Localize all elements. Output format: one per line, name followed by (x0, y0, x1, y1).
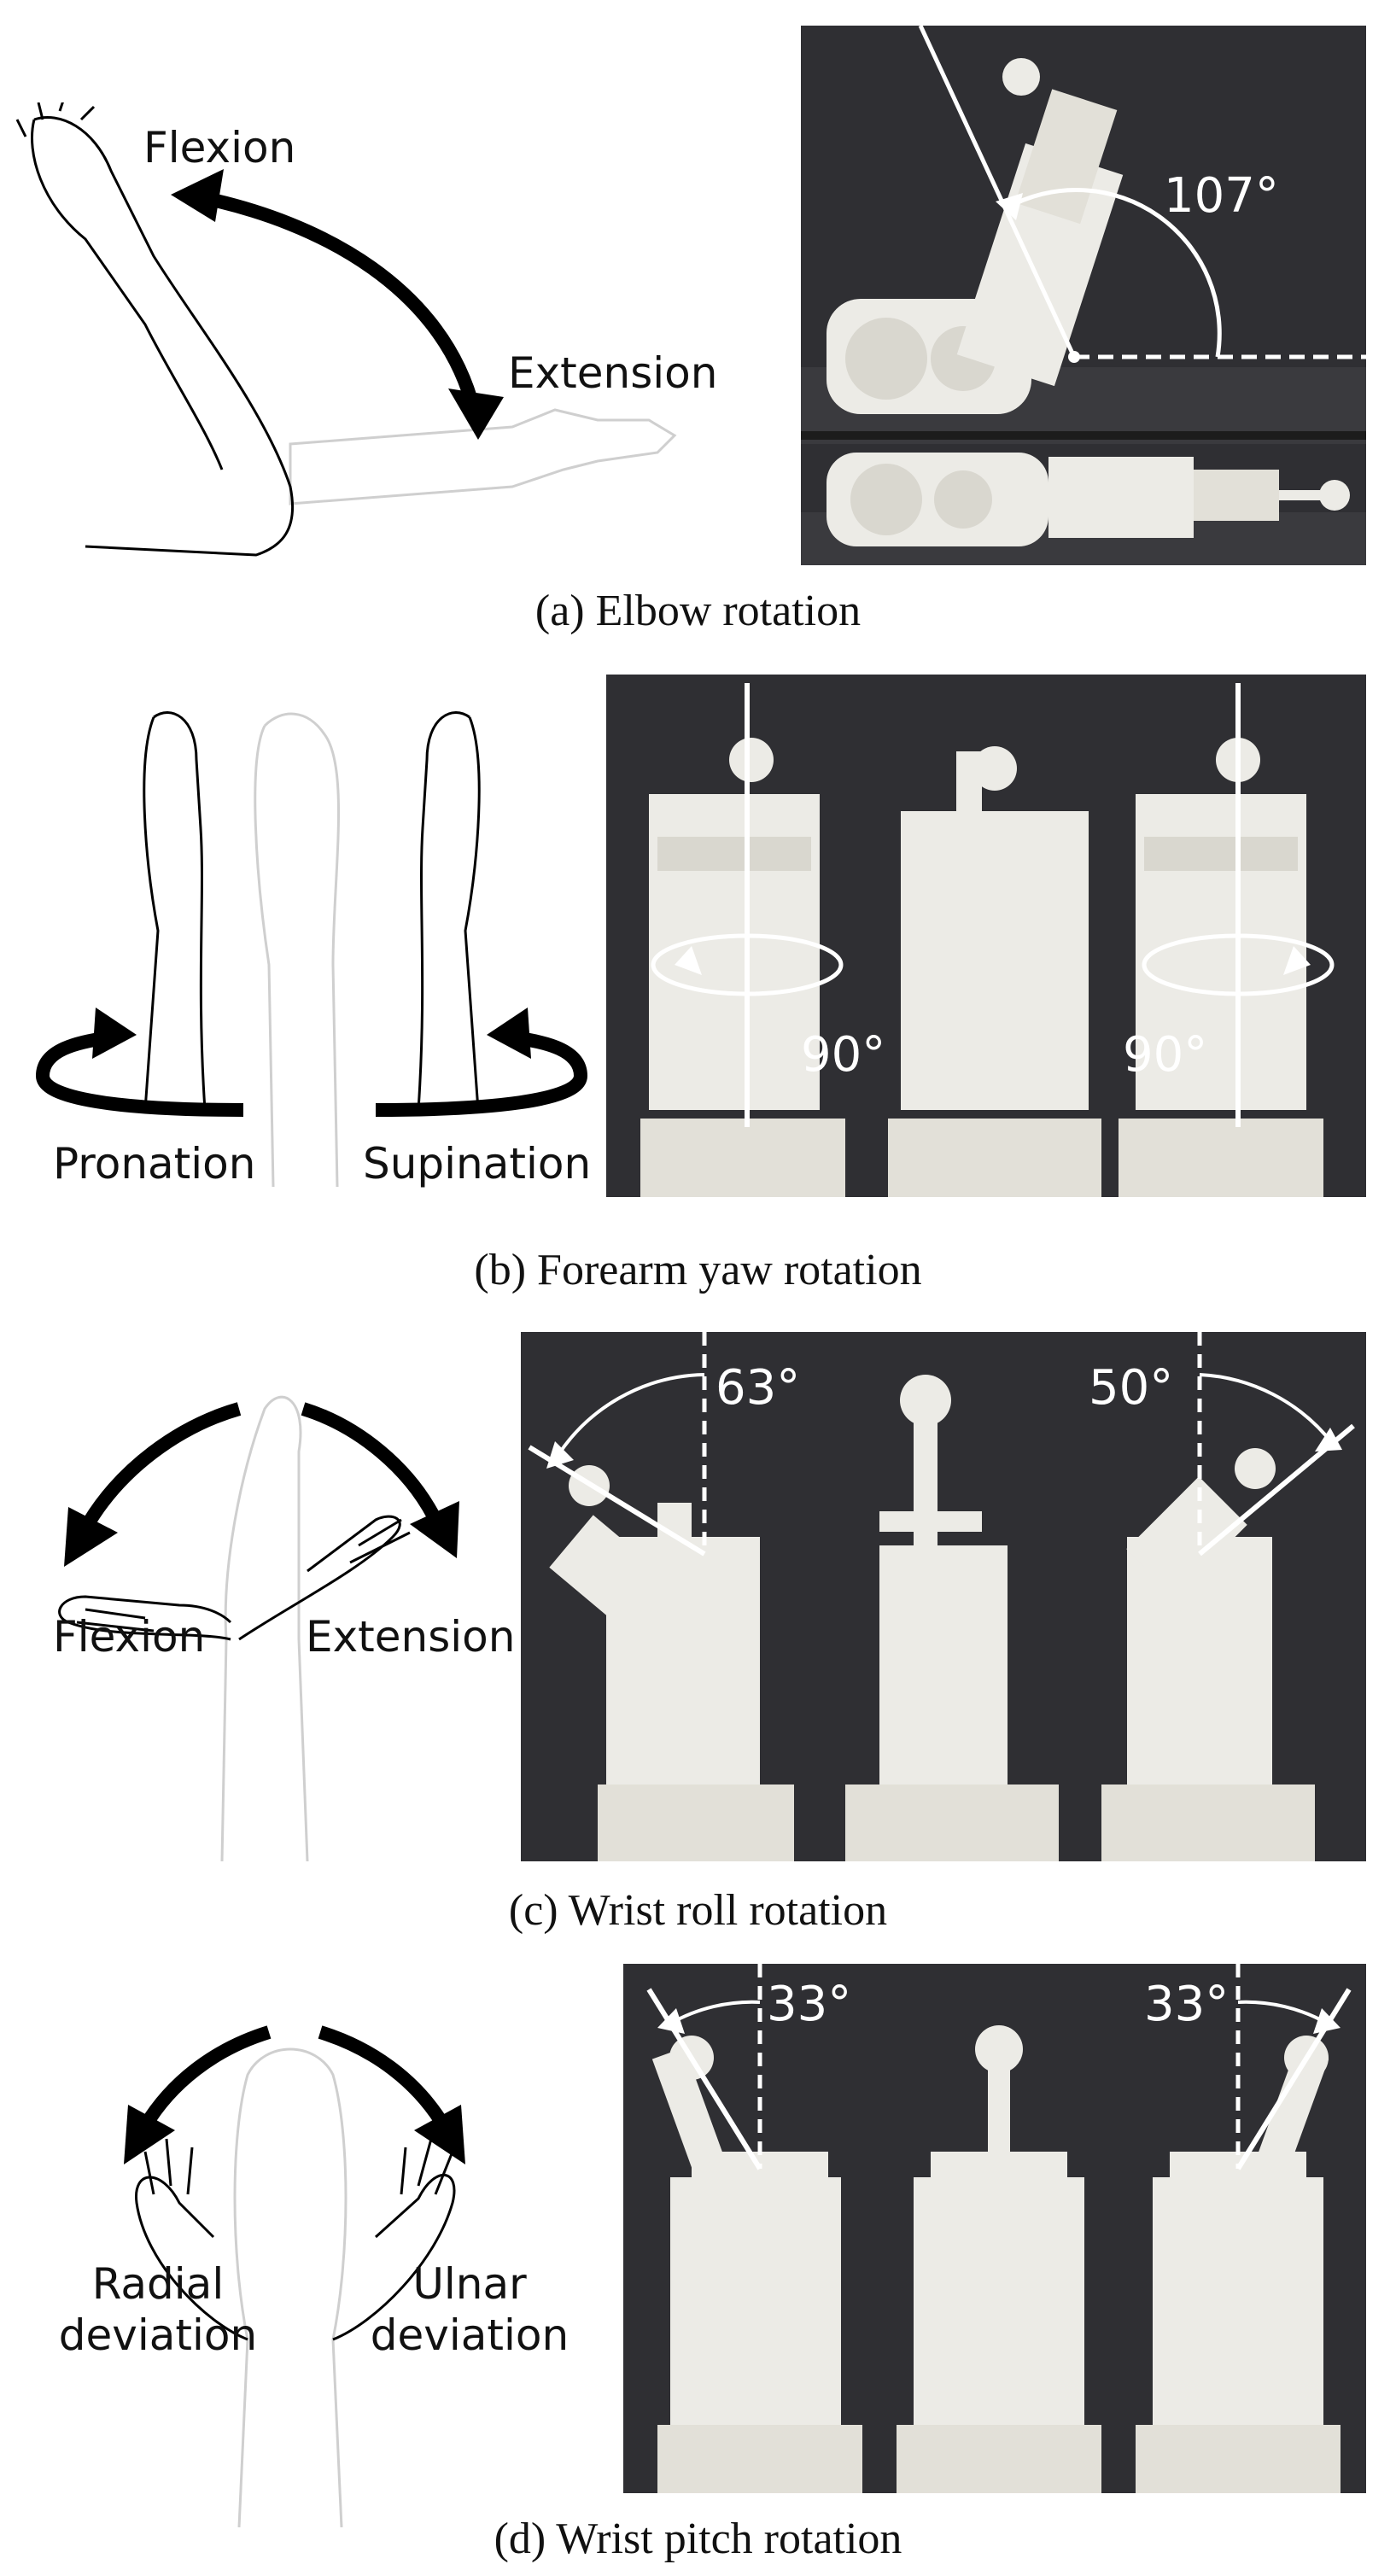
figure-d-wrist-pitch: Radial deviation Ulnar deviation (0, 1955, 1396, 2576)
forearm-sketch (35, 711, 588, 1187)
label-extension-wrist: Extension (306, 1612, 516, 1662)
wrist-roll-sketch (58, 1395, 459, 1862)
angle-label-roll-left: 63° (716, 1360, 801, 1416)
wrist-pitch-sketch (124, 2025, 465, 2527)
angle-label-pitch-left: 33° (767, 1977, 852, 2032)
angle-label-supination: 90° (1123, 1027, 1208, 1083)
caption-a: (a) Elbow rotation (534, 587, 862, 635)
figure-c-wrist-roll: Flexion Extension (0, 1315, 1396, 1947)
robot-center (897, 2025, 1101, 2493)
caption-b: (b) Forearm yaw rotation (474, 1246, 922, 1294)
wrist-roll-robot-photo: 63° 50° (521, 1332, 1366, 1861)
label-flexion-wrist: Flexion (53, 1612, 206, 1662)
elbow-arm-sketch (15, 102, 677, 557)
angle-label-elbow: 107° (1164, 168, 1279, 224)
label-flexion: Flexion (143, 123, 296, 172)
label-extension: Extension (508, 348, 718, 398)
robot-left (549, 1465, 794, 1861)
label-radial-deviation: Radial deviation (47, 2258, 269, 2361)
caption-c: (c) Wrist roll rotation (508, 1886, 888, 1935)
figure-b-forearm: Pronation Supination (0, 657, 1396, 1306)
caption-d: (d) Wrist pitch rotation (494, 2515, 902, 2563)
angle-label-pitch-right: 33° (1144, 1977, 1230, 2032)
forearm-robot-photo: 90° 90° (606, 675, 1366, 1197)
label-radial-text: Radial deviation (58, 2259, 258, 2360)
label-supination: Supination (363, 1139, 592, 1189)
robot-center (845, 1375, 1059, 1861)
robot-left (651, 2036, 862, 2493)
label-ulnar-text: Ulnar deviation (370, 2259, 569, 2360)
label-pronation: Pronation (53, 1139, 256, 1189)
wrist-pitch-robot-photo: 33° 33° (623, 1964, 1366, 2493)
robot-left (640, 738, 845, 1197)
elbow-robot-photo: 107° (801, 26, 1366, 565)
angle-label-pronation: 90° (801, 1027, 886, 1083)
angle-label-roll-right: 50° (1089, 1360, 1174, 1416)
label-ulnar-deviation: Ulnar deviation (359, 2258, 581, 2361)
robot-center (888, 746, 1101, 1197)
robot-right (1101, 1448, 1315, 1861)
figure-a-elbow: Flexion Extension (0, 0, 1396, 649)
